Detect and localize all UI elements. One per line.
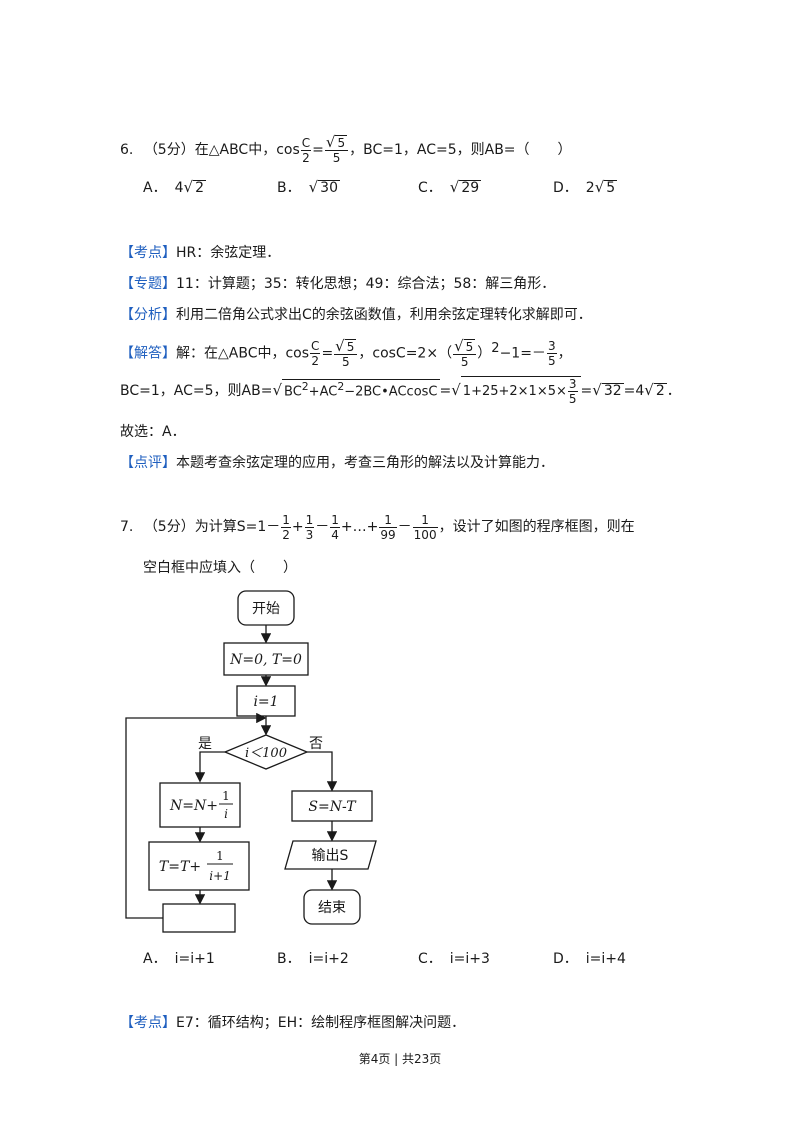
- flow-n-frac-num: 1: [222, 789, 230, 803]
- flow-end-label: 结束: [318, 900, 346, 916]
- flow-n-frac-den: i: [224, 807, 228, 821]
- flow-yes-label: 是: [198, 736, 212, 752]
- flow-t-label: T=T+: [159, 859, 201, 875]
- q6-option-b[interactable]: B．√30: [277, 178, 340, 196]
- q6-score: （5分）: [143, 142, 195, 158]
- q6-kaodian: 【考点】HR：余弦定理．: [120, 245, 281, 261]
- flow-no-label: 否: [309, 736, 323, 752]
- flow-output-parallelogram: [284, 840, 377, 870]
- dianping-tag: 【点评】: [120, 455, 176, 471]
- zhuanti-tag: 【专题】: [120, 276, 176, 292]
- flow-n-label: N=N+: [169, 798, 218, 814]
- q6-dianping: 【点评】本题考查余弦定理的应用，考查三角形的解法以及计算能力．: [120, 455, 554, 471]
- kaodian-tag: 【考点】: [120, 245, 176, 261]
- q6-stem-suffix: ，BC=1，AC=5，则AB=（ ）: [349, 142, 572, 158]
- q7-kaodian: 【考点】E7：循环结构；EH：绘制程序框图解决问题．: [120, 1015, 466, 1031]
- q6-number: 6.: [120, 142, 134, 158]
- flow-output-label: 输出S: [312, 848, 349, 864]
- flow-blank-box: [162, 903, 236, 933]
- flow-t-frac-den: i+1: [209, 869, 231, 883]
- q7-option-d[interactable]: D．i=i+4: [553, 951, 626, 967]
- q7-number: 7.: [120, 519, 134, 535]
- jieda-tag: 【解答】: [120, 345, 176, 362]
- flow-cond-diamond: [223, 734, 309, 770]
- q6-option-d[interactable]: D．2√5: [553, 178, 618, 196]
- flow-t-box: [148, 841, 250, 891]
- q6-option-a[interactable]: A．4√2: [143, 178, 206, 196]
- q6-zhuanti: 【专题】11：计算题；35：转化思想；49：综合法；58：解三角形．: [120, 276, 556, 292]
- q6-jieda-line2: BC=1，AC=5，则AB=√BC2+AC2−2BC•ACcosC=√1+25+…: [120, 376, 681, 406]
- flow-cond-label: i＜100: [245, 746, 287, 761]
- q6-stem-prefix: 在△ABC中，cos: [194, 142, 300, 158]
- q7-option-b[interactable]: B．i=i+2: [277, 951, 349, 967]
- fenxi-tag: 【分析】: [120, 307, 176, 323]
- page-footer: 第4页 | 共23页: [358, 1052, 442, 1066]
- flow-t-frac-num: 1: [216, 849, 224, 863]
- q7-option-a[interactable]: A．i=i+1: [143, 951, 215, 967]
- flow-i-label: i=1: [253, 694, 278, 710]
- kaodian-tag: 【考点】: [120, 1015, 176, 1031]
- q7-score: （5分）: [143, 519, 195, 535]
- q6-guxuan: 故选：A．: [120, 424, 186, 440]
- flow-init-label: N=0, T=0: [229, 652, 302, 668]
- q7-stem-line2: 空白框中应填入（ ）: [143, 560, 297, 576]
- q7-option-c[interactable]: C．i=i+3: [418, 951, 490, 967]
- flow-end-box: [303, 889, 361, 925]
- q6-fenxi: 【分析】利用二倍角公式求出C的余弦函数值，利用余弦定理转化求解即可．: [120, 307, 592, 323]
- q6-option-c[interactable]: C．√29: [418, 178, 482, 196]
- flow-start-label: 开始: [252, 601, 280, 617]
- flow-s-label: S=N-T: [308, 799, 357, 815]
